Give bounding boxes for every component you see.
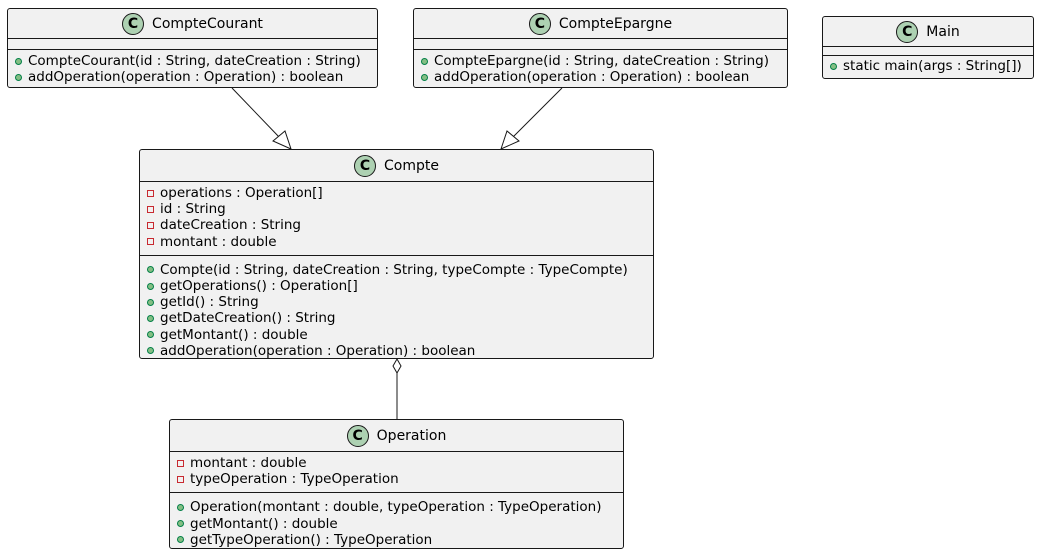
methods-compartment: static main(args : String[]) (823, 56, 1033, 74)
attributes-compartment (8, 39, 377, 50)
class-stereotype-icon: C (354, 154, 377, 177)
class-name: CompteEpargne (558, 15, 673, 32)
class-compteepargne[interactable]: C CompteEpargne CompteEpargne(id : Strin… (413, 8, 788, 88)
class-operation[interactable]: C Operation montant : double typeOperati… (169, 419, 624, 549)
attribute-row: id : String (147, 201, 653, 217)
method-row: addOperation(operation : Operation) : bo… (15, 69, 377, 85)
class-stereotype-icon: C (896, 20, 919, 43)
attribute-row: dateCreation : String (147, 217, 653, 233)
method-text: Compte(id : String, dateCreation : Strin… (160, 261, 628, 278)
public-visibility-icon (177, 503, 184, 511)
private-visibility-icon (177, 459, 184, 467)
class-name: Main (926, 23, 960, 40)
method-text: getMontant() : double (190, 515, 338, 532)
method-row: Operation(montant : double, typeOperatio… (177, 499, 623, 515)
methods-compartment: Compte(id : String, dateCreation : Strin… (140, 256, 653, 359)
method-row: CompteEpargne(id : String, dateCreation … (421, 53, 787, 69)
public-visibility-icon (147, 347, 154, 355)
method-row: getOperations() : Operation[] (147, 278, 653, 294)
attributes-compartment (414, 39, 787, 50)
class-name: Compte (384, 157, 439, 174)
class-name: Operation (376, 427, 447, 444)
method-row: getMontant() : double (177, 516, 623, 532)
class-header: C Main (823, 17, 1033, 47)
private-visibility-icon (147, 238, 154, 246)
class-header: C Compte (140, 150, 653, 182)
class-comptecourant[interactable]: C CompteCourant CompteCourant(id : Strin… (7, 8, 378, 88)
attributes-compartment (823, 47, 1033, 56)
method-row: getDateCreation() : String (147, 310, 653, 326)
method-row: getTypeOperation() : TypeOperation (177, 532, 623, 548)
public-visibility-icon (147, 282, 154, 290)
attribute-row: montant : double (147, 234, 653, 250)
public-visibility-icon (177, 520, 184, 528)
method-text: getOperations() : Operation[] (160, 278, 358, 295)
method-row: addOperation(operation : Operation) : bo… (147, 343, 653, 359)
private-visibility-icon (147, 221, 154, 229)
class-stereotype-icon: C (122, 12, 145, 35)
public-visibility-icon (421, 57, 428, 65)
class-header: C CompteCourant (8, 9, 377, 39)
method-text: Operation(montant : double, typeOperatio… (190, 499, 602, 516)
attribute-text: montant : double (190, 455, 307, 472)
class-stereotype-icon: C (528, 12, 551, 35)
method-row: addOperation(operation : Operation) : bo… (421, 69, 787, 85)
attribute-text: operations : Operation[] (160, 185, 323, 202)
method-text: getMontant() : double (160, 326, 308, 343)
class-compte[interactable]: C Compte operations : Operation[] id : S… (139, 149, 654, 359)
public-visibility-icon (421, 73, 428, 81)
method-text: getDateCreation() : String (160, 310, 336, 327)
attribute-row: operations : Operation[] (147, 185, 653, 201)
attribute-text: dateCreation : String (160, 217, 301, 234)
public-visibility-icon (830, 62, 837, 70)
class-name: CompteCourant (152, 15, 263, 32)
method-text: addOperation(operation : Operation) : bo… (434, 69, 750, 86)
method-text: static main(args : String[]) (843, 58, 1022, 75)
attributes-compartment: montant : double typeOperation : TypeOpe… (170, 452, 623, 494)
methods-compartment: Operation(montant : double, typeOperatio… (170, 493, 623, 548)
method-text: CompteCourant(id : String, dateCreation … (28, 53, 361, 70)
attribute-row: montant : double (177, 455, 623, 471)
private-visibility-icon (177, 475, 184, 483)
method-text: getId() : String (160, 294, 259, 311)
methods-compartment: CompteEpargne(id : String, dateCreation … (414, 50, 787, 85)
method-row: static main(args : String[]) (830, 58, 1033, 74)
attribute-text: montant : double (160, 233, 277, 250)
class-main[interactable]: C Main static main(args : String[]) (822, 16, 1034, 79)
method-row: getMontant() : double (147, 327, 653, 343)
public-visibility-icon (15, 73, 22, 81)
attributes-compartment: operations : Operation[] id : String dat… (140, 182, 653, 256)
method-row: Compte(id : String, dateCreation : Strin… (147, 262, 653, 278)
private-visibility-icon (147, 205, 154, 213)
method-text: getTypeOperation() : TypeOperation (190, 531, 433, 548)
attribute-row: typeOperation : TypeOperation (177, 471, 623, 487)
public-visibility-icon (147, 266, 154, 274)
method-row: getId() : String (147, 294, 653, 310)
attribute-text: id : String (160, 201, 226, 218)
class-header: C Operation (170, 420, 623, 452)
method-text: addOperation(operation : Operation) : bo… (28, 69, 344, 86)
attribute-text: typeOperation : TypeOperation (190, 471, 399, 488)
public-visibility-icon (15, 57, 22, 65)
method-row: CompteCourant(id : String, dateCreation … (15, 53, 377, 69)
public-visibility-icon (147, 314, 154, 322)
generalization-comptecourant-compte (231, 87, 292, 150)
public-visibility-icon (147, 298, 154, 306)
public-visibility-icon (147, 331, 154, 339)
methods-compartment: CompteCourant(id : String, dateCreation … (8, 50, 377, 85)
public-visibility-icon (177, 536, 184, 544)
generalization-compteepargne-compte (500, 87, 563, 150)
aggregation-compte-operation (392, 357, 402, 419)
private-visibility-icon (147, 189, 154, 197)
method-text: addOperation(operation : Operation) : bo… (160, 342, 476, 359)
method-text: CompteEpargne(id : String, dateCreation … (434, 53, 769, 70)
class-header: C CompteEpargne (414, 9, 787, 39)
class-stereotype-icon: C (346, 424, 369, 447)
